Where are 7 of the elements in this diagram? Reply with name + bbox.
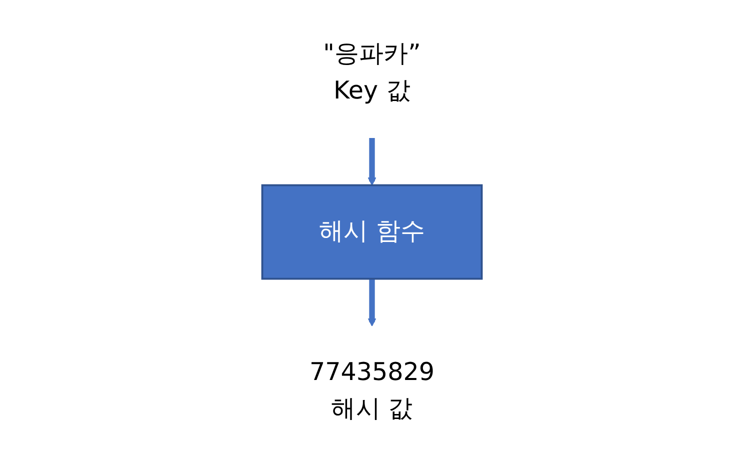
arrow: [368, 138, 376, 186]
node-text: Key 값: [334, 76, 410, 105]
arrow: [368, 278, 376, 326]
node-label: "응파카”: [323, 40, 421, 68]
node-text: 해시 값: [331, 395, 413, 424]
node-box: 해시 함수: [261, 184, 483, 280]
node-label: 77435829: [309, 358, 435, 387]
